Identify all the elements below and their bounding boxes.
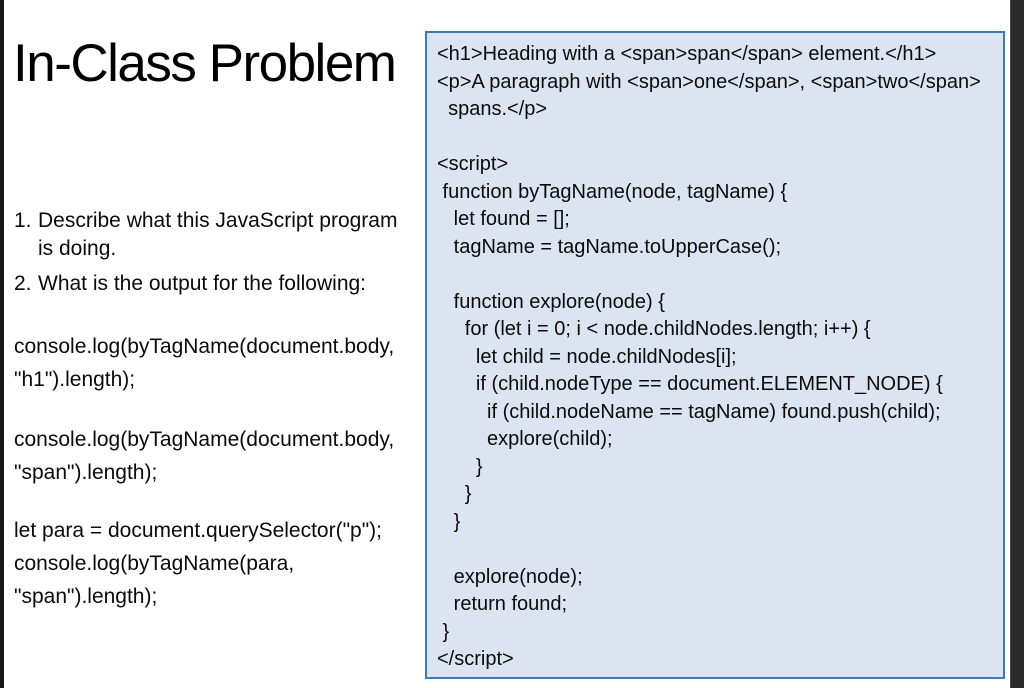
code-snippet-para-span-length: let para = document.querySelector("p"); … bbox=[14, 519, 383, 608]
question-number: 1. bbox=[14, 209, 32, 232]
code-panel: <h1>Heading with a <span>span</span> ele… bbox=[425, 31, 1005, 679]
code-snippet-span-length: console.log(byTagName(document.body, "sp… bbox=[14, 428, 395, 484]
question-number: 2. bbox=[14, 272, 32, 295]
question-item-2: 2. What is the output for the following: bbox=[14, 270, 410, 298]
right-edge-bar bbox=[1010, 0, 1024, 688]
question-item-1: 1. Describe what this JavaScript program… bbox=[14, 207, 410, 263]
code-snippet-h1-length: console.log(byTagName(document.body, "h1… bbox=[14, 335, 395, 391]
left-edge-bar bbox=[0, 0, 4, 688]
question-list: 1. Describe what this JavaScript program… bbox=[14, 207, 410, 305]
question-text: What is the output for the following: bbox=[38, 272, 367, 295]
question-text: Describe what this JavaScript program is… bbox=[38, 209, 398, 260]
slide-title: In-Class Problem bbox=[13, 34, 397, 93]
